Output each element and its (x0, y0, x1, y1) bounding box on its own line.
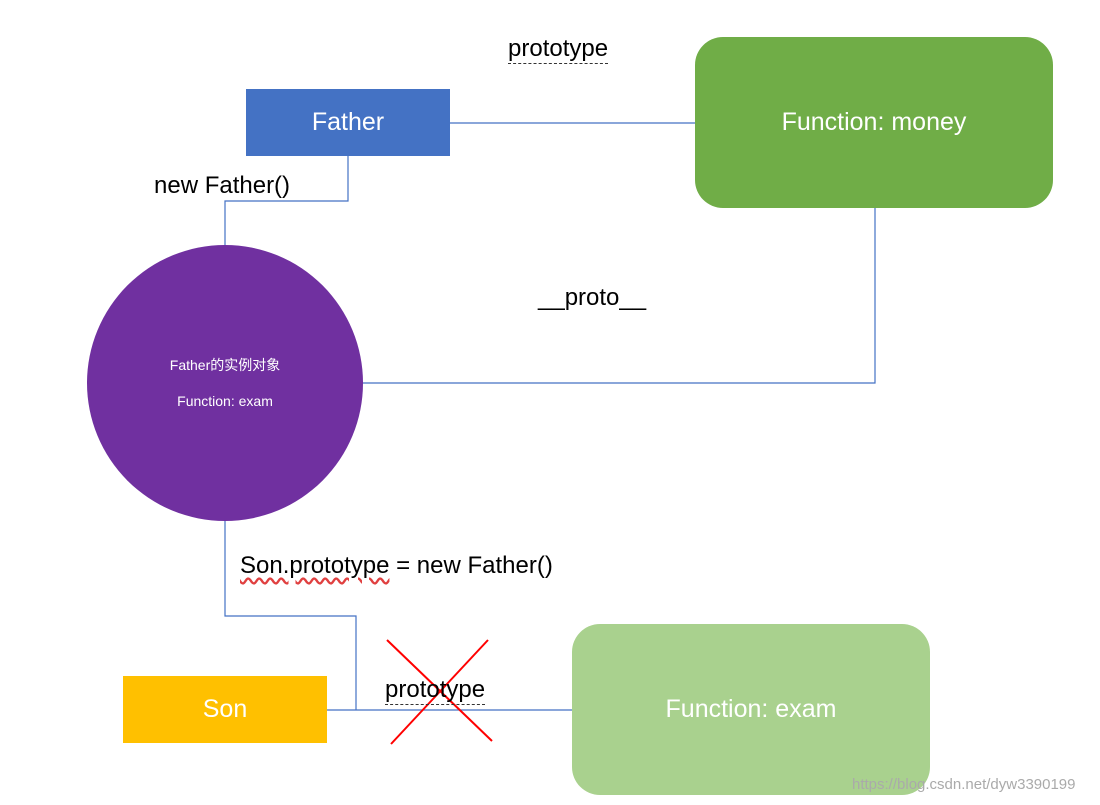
son-prototype-lhs: Son.prototype (240, 552, 390, 579)
watermark: https://blog.csdn.net/dyw3390199 (852, 776, 1076, 793)
prototype-label-bottom: prototype (385, 676, 486, 705)
son-prototype-rhs: = new Father() (389, 552, 553, 579)
function-money-label: Function: money (781, 108, 967, 136)
instance-method: Function: exam (177, 393, 273, 409)
father-instance-circle: Father的实例对象 Function: exam (87, 245, 363, 521)
connector-father-to-instance (224, 156, 349, 245)
son-label: Son (202, 695, 248, 723)
connector-instance-to-son (224, 521, 357, 710)
function-money-box: Function: money (695, 37, 1053, 208)
father-box: Father (246, 89, 450, 156)
son-prototype-assignment-label: Son.prototype = new Father() (240, 552, 553, 580)
function-exam-label: Function: exam (665, 695, 837, 723)
father-label: Father (311, 108, 385, 136)
proto-label: __proto__ (538, 284, 647, 311)
prototype-label-top: prototype (508, 35, 609, 64)
new-father-label: new Father() (154, 172, 291, 199)
connector-instance-to-money (363, 208, 876, 384)
son-box: Son (123, 676, 327, 743)
instance-title: Father的实例对象 (169, 357, 281, 373)
function-exam-box: Function: exam (572, 624, 930, 795)
cross-icon (386, 639, 493, 745)
